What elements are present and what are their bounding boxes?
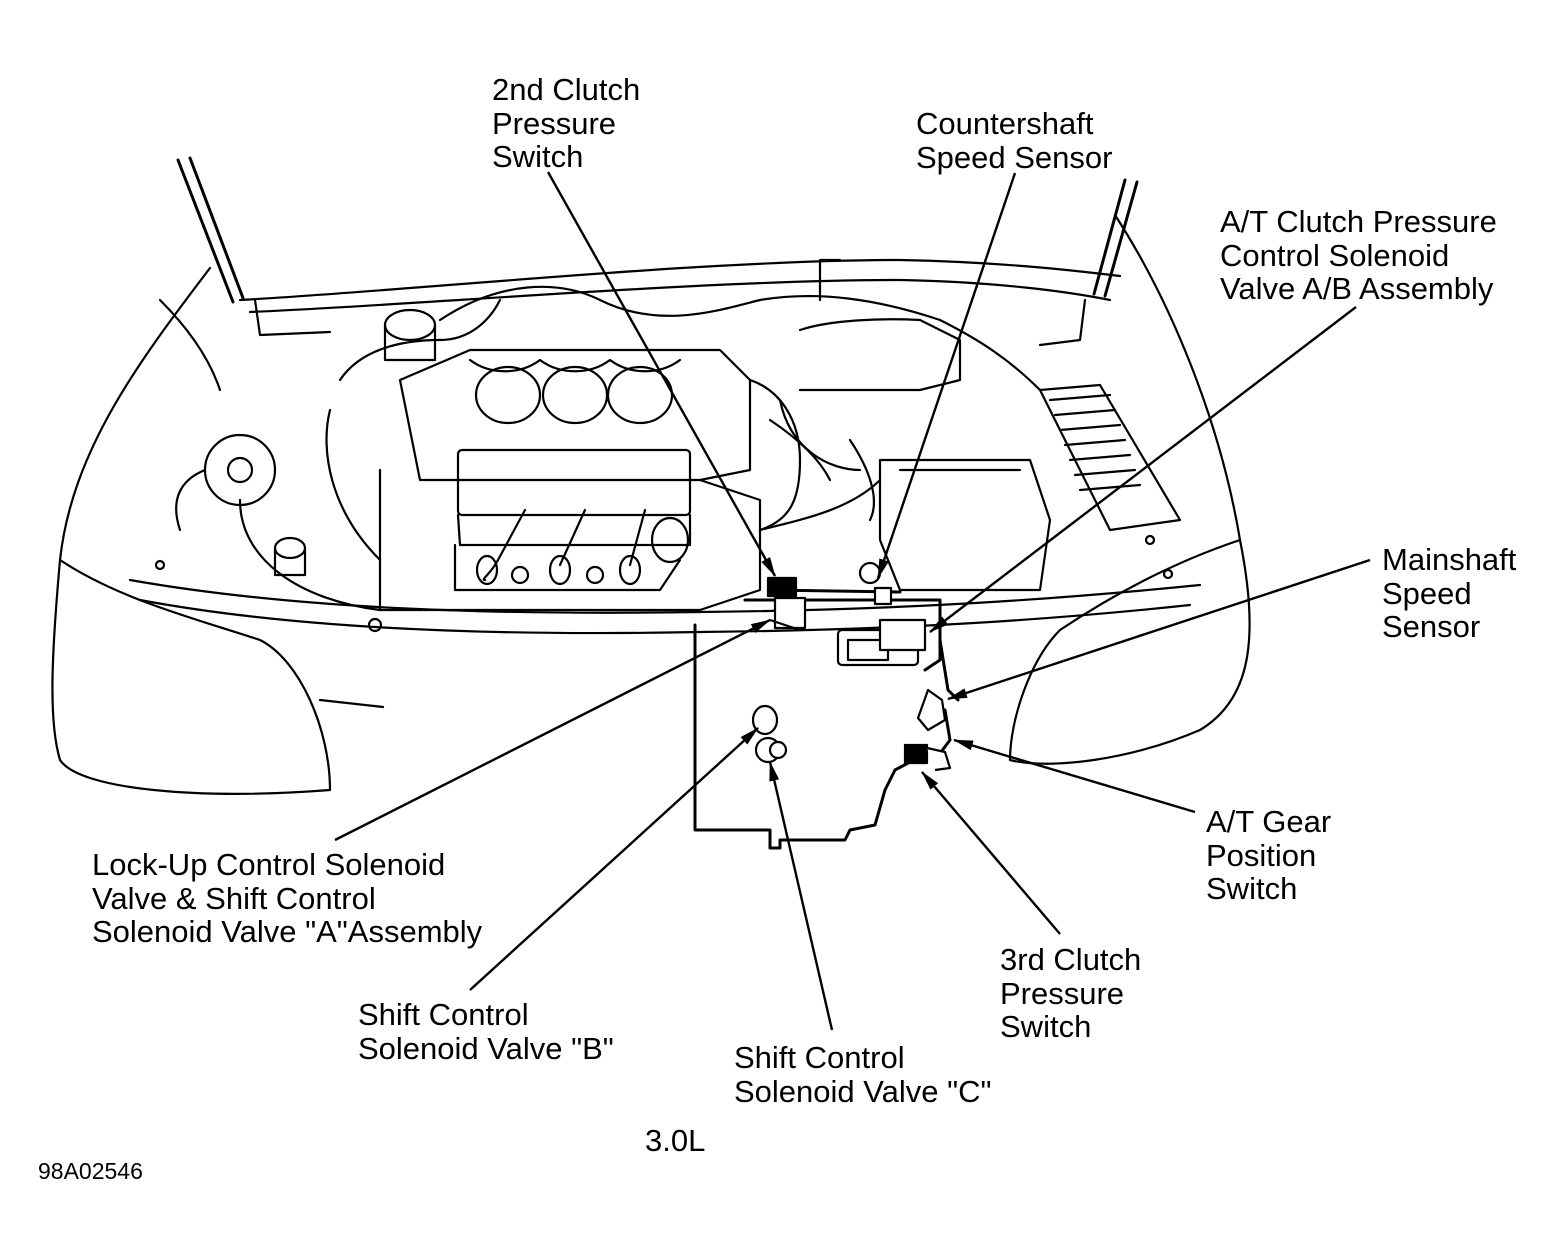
label-line: Solenoid Valve "A"Assembly bbox=[92, 914, 483, 949]
leader-gear-position bbox=[953, 738, 1196, 814]
engine-assembly bbox=[154, 258, 1182, 633]
label-line: Lock-Up Control Solenoid bbox=[92, 847, 446, 882]
label-line: Solenoid Valve "C" bbox=[734, 1073, 992, 1109]
label-line: Valve A/B Assembly bbox=[1220, 271, 1494, 306]
label-line: Solenoid Valve "B" bbox=[358, 1030, 614, 1066]
car-body-outline bbox=[51, 156, 1251, 795]
leader-mainshaft bbox=[947, 558, 1371, 701]
label-3rd-clutch-pressure-switch: 3rd Clutch Pressure Switch bbox=[1000, 943, 1141, 1044]
label-line: Sensor bbox=[1382, 609, 1481, 644]
label-line: A/T Clutch Pressure bbox=[1220, 204, 1497, 239]
sensor-components bbox=[751, 561, 952, 772]
label-shift-control-solenoid-b: Shift Control Solenoid Valve "B" bbox=[358, 998, 614, 1065]
leader-lockup bbox=[334, 618, 771, 842]
label-line: Speed bbox=[1382, 575, 1472, 611]
leader-solenoid-b bbox=[469, 727, 759, 991]
label-line: Switch bbox=[1206, 871, 1298, 906]
label-line: Position bbox=[1206, 837, 1317, 873]
label-line: Pressure bbox=[492, 105, 617, 141]
leader-3rd-clutch bbox=[921, 771, 1061, 935]
label-line: Shift Control bbox=[734, 1040, 905, 1075]
leader-2nd-clutch bbox=[546, 171, 777, 577]
leader-solenoid-c bbox=[768, 761, 834, 1031]
label-lockup-control-solenoid: Lock-Up Control Solenoid Valve & Shift C… bbox=[92, 848, 482, 949]
leader-lines bbox=[334, 171, 1371, 1031]
label-line: Shift Control bbox=[358, 997, 529, 1032]
label-line: Pressure bbox=[1000, 975, 1125, 1011]
label-2nd-clutch-pressure-switch: 2nd Clutch Pressure Switch bbox=[492, 73, 640, 174]
engine-caption: 3.0L bbox=[645, 1123, 706, 1158]
label-at-clutch-pressure-control-solenoid: A/T Clutch Pressure Control Solenoid Val… bbox=[1220, 205, 1497, 306]
label-line: 2nd Clutch bbox=[492, 72, 641, 107]
label-line: Switch bbox=[1000, 1009, 1092, 1044]
leader-at-clutch-pressure bbox=[929, 306, 1357, 633]
label-line: Valve & Shift Control bbox=[92, 880, 376, 916]
label-at-gear-position-switch: A/T Gear Position Switch bbox=[1206, 805, 1331, 906]
label-shift-control-solenoid-c: Shift Control Solenoid Valve "C" bbox=[734, 1041, 992, 1108]
leader-countershaft bbox=[876, 172, 1017, 579]
label-line: Mainshaft bbox=[1382, 542, 1517, 577]
label-line: 3rd Clutch bbox=[1000, 942, 1142, 977]
label-countershaft-speed-sensor: Countershaft Speed Sensor bbox=[916, 107, 1112, 174]
label-line: A/T Gear bbox=[1206, 804, 1332, 839]
label-line: Control Solenoid bbox=[1220, 237, 1450, 273]
label-line: Switch bbox=[492, 139, 584, 174]
label-mainshaft-speed-sensor: Mainshaft Speed Sensor bbox=[1382, 543, 1516, 644]
label-line: Countershaft bbox=[916, 106, 1094, 141]
figure-code: 98A02546 bbox=[38, 1158, 143, 1184]
label-line: Speed Sensor bbox=[916, 139, 1113, 175]
